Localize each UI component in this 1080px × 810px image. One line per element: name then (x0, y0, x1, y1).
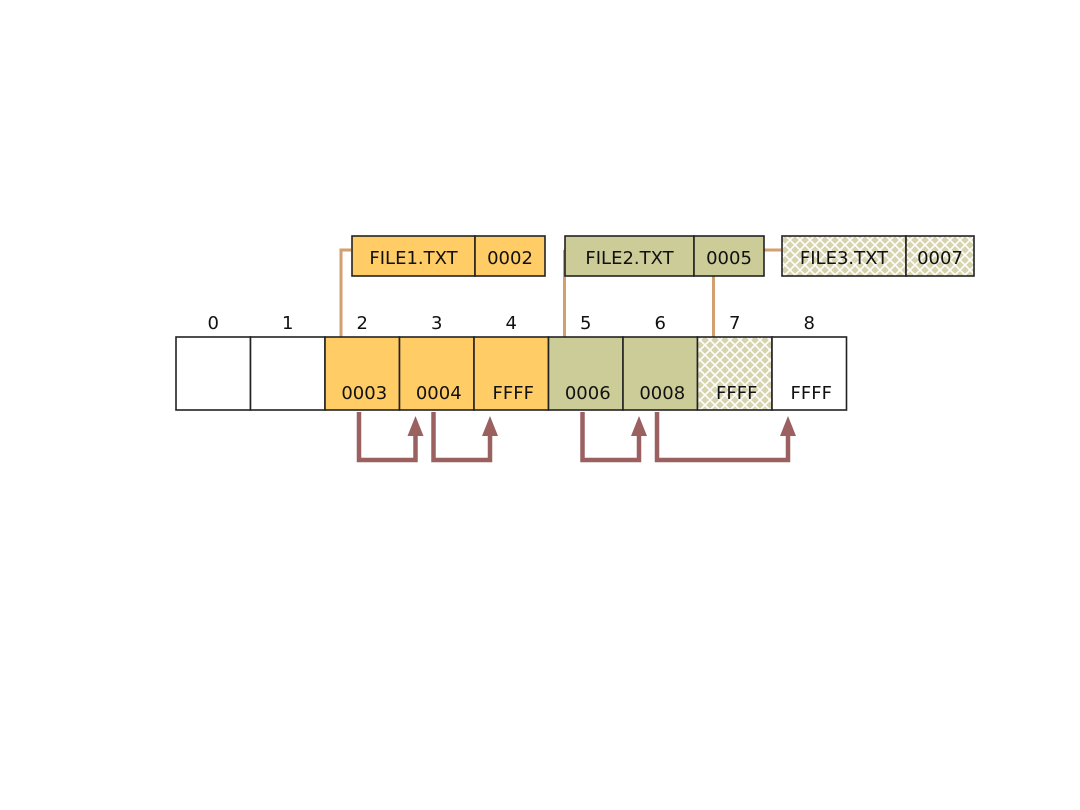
cluster-value-6: 0008 (639, 383, 685, 404)
directory-file-name: FILE1.TXT (369, 248, 458, 269)
directory-file-name: FILE3.TXT (800, 248, 889, 269)
directory-start-box-1 (474, 235, 546, 277)
cluster-cell-6 (622, 336, 699, 411)
cluster-cell-3 (398, 336, 475, 411)
cluster-value-2: 0003 (341, 383, 387, 404)
cluster-index-8: 8 (804, 313, 815, 334)
directory-name-box-2 (564, 235, 695, 277)
cluster-index-4: 4 (506, 313, 517, 334)
directory-name-box-1 (351, 235, 476, 277)
directory-connector-1 (339, 248, 351, 354)
cluster-cell-0 (175, 336, 252, 411)
cluster-cell-8 (771, 336, 848, 411)
cluster-index-3: 3 (431, 313, 442, 334)
directory-start-box-2 (693, 235, 765, 277)
cluster-cell-5 (547, 336, 624, 411)
cluster-index-1: 1 (282, 313, 293, 334)
chain-arrow-3-4 (431, 412, 493, 463)
cluster-index-5: 5 (580, 313, 591, 334)
cluster-value-3: 0004 (416, 383, 462, 404)
cluster-value-4: FFFF (493, 383, 534, 404)
cluster-cell-7 (696, 336, 773, 411)
chain-arrow-head-6 (631, 416, 647, 436)
chain-arrow-6-8 (654, 412, 791, 463)
directory-start-cluster: 0007 (917, 248, 963, 269)
chain-arrow-head-4 (482, 416, 498, 436)
cluster-index-7: 7 (729, 313, 740, 334)
cluster-value-5: 0006 (565, 383, 611, 404)
directory-file-name: FILE2.TXT (585, 248, 674, 269)
cluster-value-8: FFFF (791, 383, 832, 404)
cluster-index-0: 0 (208, 313, 219, 334)
cluster-index-6: 6 (655, 313, 666, 334)
cluster-cell-2 (324, 336, 401, 411)
directory-start-cluster: 0005 (706, 248, 752, 269)
chain-arrows (356, 412, 796, 463)
chain-arrow-head-8 (780, 416, 796, 436)
directory-entries: FILE1.TXT 0002 FILE2.TXT 0005 FILE3.TXT 0007 (351, 235, 975, 277)
chain-arrow-5-6 (580, 412, 642, 463)
cluster-cell-4 (473, 336, 550, 411)
cluster-index-2: 2 (357, 313, 368, 334)
directory-start-cluster: 0002 (487, 248, 533, 269)
chain-arrow-head-3 (407, 416, 424, 436)
directory-name-box-3 (781, 235, 907, 277)
chain-arrow-2-3 (356, 412, 418, 463)
directory-start-box-3 (905, 235, 975, 277)
cluster-cell-1 (249, 336, 326, 411)
cluster-value-7: FFFF (716, 383, 757, 404)
